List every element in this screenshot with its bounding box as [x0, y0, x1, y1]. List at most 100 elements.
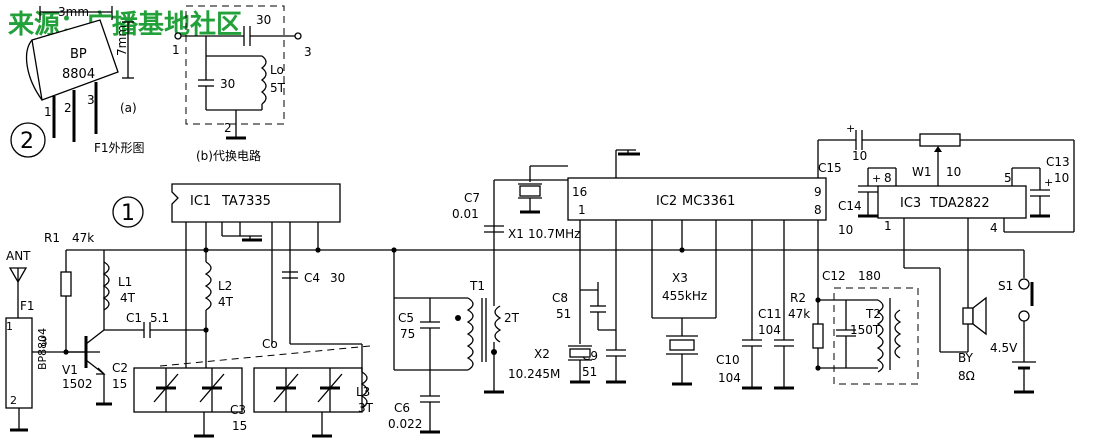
- t1-dot-primary: [455, 315, 461, 321]
- battery-value: 4.5V: [990, 341, 1018, 355]
- node-ic2-rail: [679, 247, 685, 253]
- node-ic1-g: [315, 247, 321, 253]
- c10-ref: C10: [716, 353, 740, 367]
- c3-ref: C3: [230, 403, 246, 417]
- c15-value: 10: [852, 149, 867, 163]
- c4-ref: C4: [304, 271, 320, 285]
- speaker-icon-body: [962, 307, 974, 325]
- outline-view-a: 2 3mm 7mm BP 8804 1 2 3 (a) F1外形图: [10, 5, 145, 158]
- c14-plus: +: [872, 172, 881, 185]
- watermark-text: 来源：广播基地社区: [8, 9, 242, 40]
- r1-ref: R1: [44, 231, 60, 245]
- l3-ref: L3: [356, 385, 370, 399]
- co-ref: Co: [262, 337, 278, 351]
- main-circuit: 1 ANT F1 1 BP8804 2 3 R1 47k V1 1502: [5, 122, 1075, 438]
- x3-body: [669, 339, 695, 351]
- sub-pin-1-label: 1: [172, 43, 180, 57]
- ic1-part: TA7335: [221, 194, 271, 209]
- c12-value: 180: [858, 269, 881, 283]
- sub-cap-shunt-value: 30: [220, 77, 235, 91]
- c1-value: 5.1: [150, 311, 169, 325]
- f1-ref: F1: [20, 299, 35, 313]
- t1-secondary: [494, 305, 502, 343]
- co-trim-arrow-4: [317, 373, 343, 403]
- co-section-right: [253, 367, 363, 413]
- c7-ref: C7: [464, 191, 480, 205]
- l2-value: 4T: [218, 295, 234, 309]
- node-l2-c1: [203, 327, 209, 333]
- c13-ref: C13: [1046, 155, 1070, 169]
- dim-width-label: 3mm: [58, 5, 89, 19]
- t1-value: 2T: [504, 311, 520, 325]
- l1-ref: L1: [118, 275, 132, 289]
- f1-pin-2: 2: [10, 394, 17, 407]
- sub-coil-lo: [260, 55, 267, 105]
- outline-caption: F1外形图: [94, 141, 145, 155]
- x1-body: [519, 185, 541, 197]
- t2-coil-b: [894, 309, 902, 359]
- figure-number-2-circle: [10, 122, 46, 158]
- figure-number-2: 2: [20, 129, 34, 154]
- sub-cap-series-value: 30: [256, 13, 271, 27]
- w1-value: 10: [946, 165, 961, 179]
- ic2-pin-1: 1: [578, 203, 586, 217]
- c13-value: 10: [1054, 171, 1069, 185]
- sub-pin-3-label: 3: [304, 45, 312, 59]
- r2-ref: R2: [790, 291, 806, 305]
- ic2-pin-16: 16: [572, 185, 587, 199]
- r2-value: 47k: [788, 307, 810, 321]
- x1-ref: X1: [508, 227, 524, 241]
- c9-value: 51: [582, 365, 597, 379]
- co-trim-arrow-2: [199, 373, 225, 403]
- f1-pin-1: 1: [6, 320, 13, 333]
- c4-value: 30: [330, 271, 345, 285]
- x3-value: 455kHz: [662, 289, 707, 303]
- outline-sub-label: (a): [120, 101, 137, 115]
- speaker-value: 8Ω: [958, 369, 975, 383]
- ic3-pin-4: 4: [990, 221, 998, 235]
- s1-contact-top: [1018, 278, 1030, 290]
- outline-pin-1-label: 1: [44, 105, 52, 119]
- s1-contact-bot: [1018, 310, 1030, 322]
- c14-ref: C14: [838, 199, 862, 213]
- l3-coil: [360, 371, 368, 409]
- c5-value: 75: [400, 327, 415, 341]
- t2-value: 150T: [850, 323, 881, 337]
- c11-value: 104: [758, 323, 781, 337]
- f1-part: BP8804: [36, 328, 49, 370]
- substitute-circuit-b: 1 3 30 30 Lo 5T 2 (b)代换电路: [172, 5, 312, 163]
- substitute-dashed-frame: [185, 5, 285, 125]
- t2-dashed-frame: [833, 287, 919, 385]
- co-section-left: [133, 367, 243, 413]
- c12-ref: C12: [822, 269, 846, 283]
- c1-ref: C1: [126, 311, 142, 325]
- l1-value: 4T: [120, 291, 136, 305]
- c15-ref: C15: [818, 161, 842, 175]
- ic1-ref: IC1: [190, 194, 211, 209]
- c8-value: 51: [556, 307, 571, 321]
- r1-body: [60, 271, 72, 297]
- ic2-body: [567, 177, 827, 221]
- ic2-pin-9: 9: [814, 185, 822, 199]
- w1-wiper-arrow: [934, 146, 942, 152]
- ic3-body: [877, 185, 1027, 219]
- c5-ref: C5: [398, 311, 414, 325]
- c10-value: 104: [718, 371, 741, 385]
- f1-pin-3: 3: [40, 335, 48, 349]
- t2-coil-a: [876, 299, 884, 373]
- c6-value: 0.022: [388, 417, 422, 431]
- c14-value: 10: [838, 223, 853, 237]
- w1-body: [919, 133, 961, 147]
- l1-coil: [102, 261, 110, 311]
- c2-ref: C2: [112, 361, 128, 375]
- c2-value: 15: [112, 377, 127, 391]
- ic2-pin-8: 8: [814, 203, 822, 217]
- v1-collector: [85, 329, 105, 345]
- co-trim-arrow-1: [153, 373, 179, 403]
- x1-value: 10.7MHz: [528, 227, 580, 241]
- ic3-part: TDA2822: [929, 196, 990, 211]
- c6-ref: C6: [394, 401, 410, 415]
- c3-value: 15: [232, 419, 247, 433]
- v1-part: 1502: [62, 377, 93, 391]
